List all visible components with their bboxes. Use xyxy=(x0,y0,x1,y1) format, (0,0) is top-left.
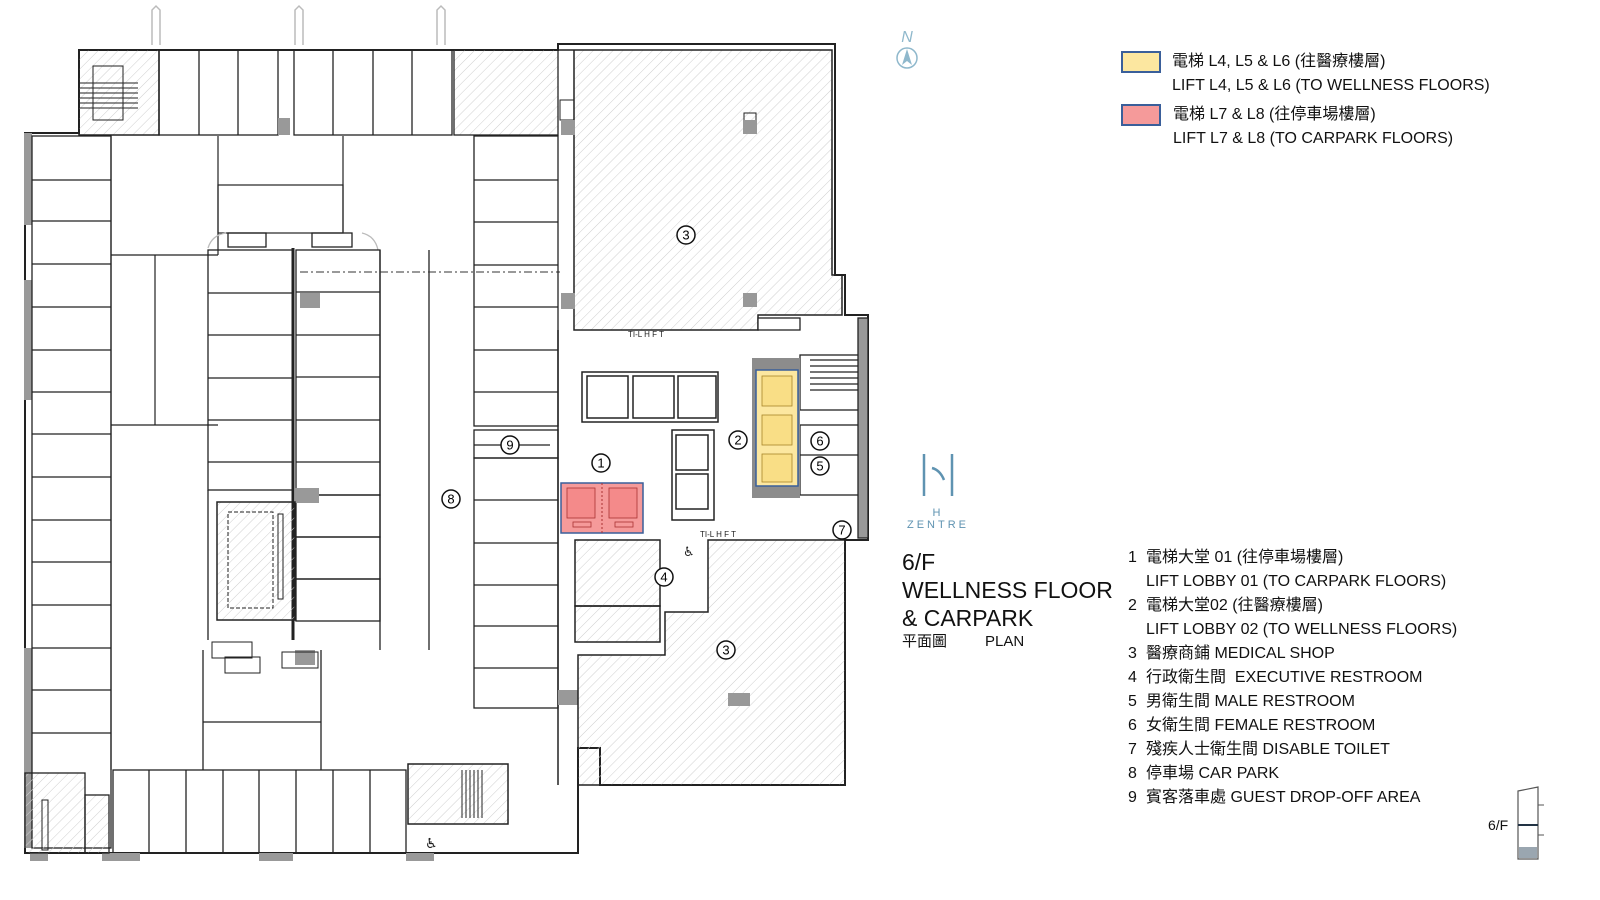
svg-text:3: 3 xyxy=(682,228,689,243)
medical-shop-south xyxy=(577,539,846,786)
ramp-core xyxy=(211,501,319,674)
parking-bays-bottom xyxy=(112,650,407,854)
column xyxy=(300,293,320,308)
key-item-2-en: LIFT LOBBY 02 (TO WELLNESS FLOORS) xyxy=(1146,621,1458,638)
column xyxy=(278,118,290,135)
drive-aisle xyxy=(110,136,344,770)
lift-label-bottom: TI-L H F T xyxy=(700,530,736,539)
core-walls xyxy=(557,330,719,785)
column xyxy=(295,650,315,665)
plan-marker-9: 9 xyxy=(500,435,520,455)
legend-label-cn-wellness: 電梯 L4, L5 & L6 (往醫療樓層) xyxy=(1172,53,1386,70)
parking-bays-top xyxy=(158,49,453,136)
north-arrow: N xyxy=(893,30,921,75)
wellness-lifts-l4-l6 xyxy=(752,358,800,498)
plan-marker-1: 1 xyxy=(591,453,611,473)
floor-indicator-label: 6/F xyxy=(1488,817,1509,833)
key-item-1-en: LIFT LOBBY 01 (TO CARPARK FLOORS) xyxy=(1146,573,1447,590)
entrance-posts xyxy=(151,4,446,45)
legend-label-en-carpark: LIFT L7 & L8 (TO CARPARK FLOORS) xyxy=(1173,130,1454,147)
column xyxy=(295,488,319,503)
brand-name: H ZENTRE xyxy=(907,507,969,531)
medical-shop-north xyxy=(558,49,843,331)
plan-marker-3: 3 xyxy=(676,225,696,245)
svg-text:4: 4 xyxy=(660,570,667,585)
column xyxy=(558,690,578,705)
accessible-icon: ♿ xyxy=(425,835,438,851)
plan-label-en: PLAN xyxy=(985,633,1025,650)
title-line-1: WELLNESS FLOOR xyxy=(902,577,1113,603)
legend-swatch-carpark-lift xyxy=(1121,104,1161,126)
parking-bays-right xyxy=(473,135,559,709)
parking-bays-left xyxy=(31,135,112,849)
title-block: 6/F WELLNESS FLOOR & CARPARK 平面圖 PLAN xyxy=(902,548,1113,652)
plan-marker-8: 8 xyxy=(441,489,461,509)
legend-swatch-wellness-lift xyxy=(1121,51,1161,73)
svg-text:9: 9 xyxy=(506,438,513,453)
svg-text:6: 6 xyxy=(816,434,823,449)
svg-text:1: 1 xyxy=(597,456,604,471)
plan-marker-4: 4 xyxy=(654,567,674,587)
plan-marker-3: 3 xyxy=(716,640,736,660)
svg-text:3: 3 xyxy=(722,643,729,658)
plan-markers: 1 2 3 3 4 5 6 7 8 9 xyxy=(441,225,852,660)
north-arrow-icon xyxy=(896,47,918,69)
carpark-lifts-l7-l8 xyxy=(560,482,644,534)
accessible-icon: ♿ xyxy=(683,544,695,559)
columns-bottom xyxy=(30,853,434,861)
plan-label-cn: 平面圖 xyxy=(902,633,948,650)
plan-marker-6: 6 xyxy=(810,431,830,451)
stair-core-top-left xyxy=(78,49,160,136)
legend-label-cn-carpark: 電梯 L7 & L8 (往停車場樓層) xyxy=(1173,106,1376,123)
restroom-block xyxy=(757,317,869,539)
brand-logo: H ZENTRE xyxy=(902,452,974,531)
svg-text:5: 5 xyxy=(816,459,823,474)
lift-label-top: TI-L H F T xyxy=(628,330,664,339)
svg-text:2: 2 xyxy=(734,433,741,448)
north-letter: N xyxy=(901,29,913,46)
stair-core-bottom: ♿ xyxy=(407,763,509,851)
floor-title: 6/F xyxy=(902,549,936,575)
plan-marker-2: 2 xyxy=(728,430,748,450)
building-section-icon xyxy=(1517,786,1544,860)
plan-marker-5: 5 xyxy=(810,456,830,476)
hatched-room-top xyxy=(453,49,559,136)
h-zentre-logo-icon xyxy=(922,454,954,496)
bottom-left-rooms xyxy=(24,772,110,854)
legend-label-en-wellness: LIFT L4, L5 & L6 (TO WELLNESS FLOORS) xyxy=(1172,77,1490,94)
title-line-2: & CARPARK xyxy=(902,605,1034,631)
plan-marker-7: 7 xyxy=(832,520,852,540)
facade-panels xyxy=(24,133,32,848)
svg-text:7: 7 xyxy=(838,523,845,538)
svg-text:8: 8 xyxy=(447,492,454,507)
